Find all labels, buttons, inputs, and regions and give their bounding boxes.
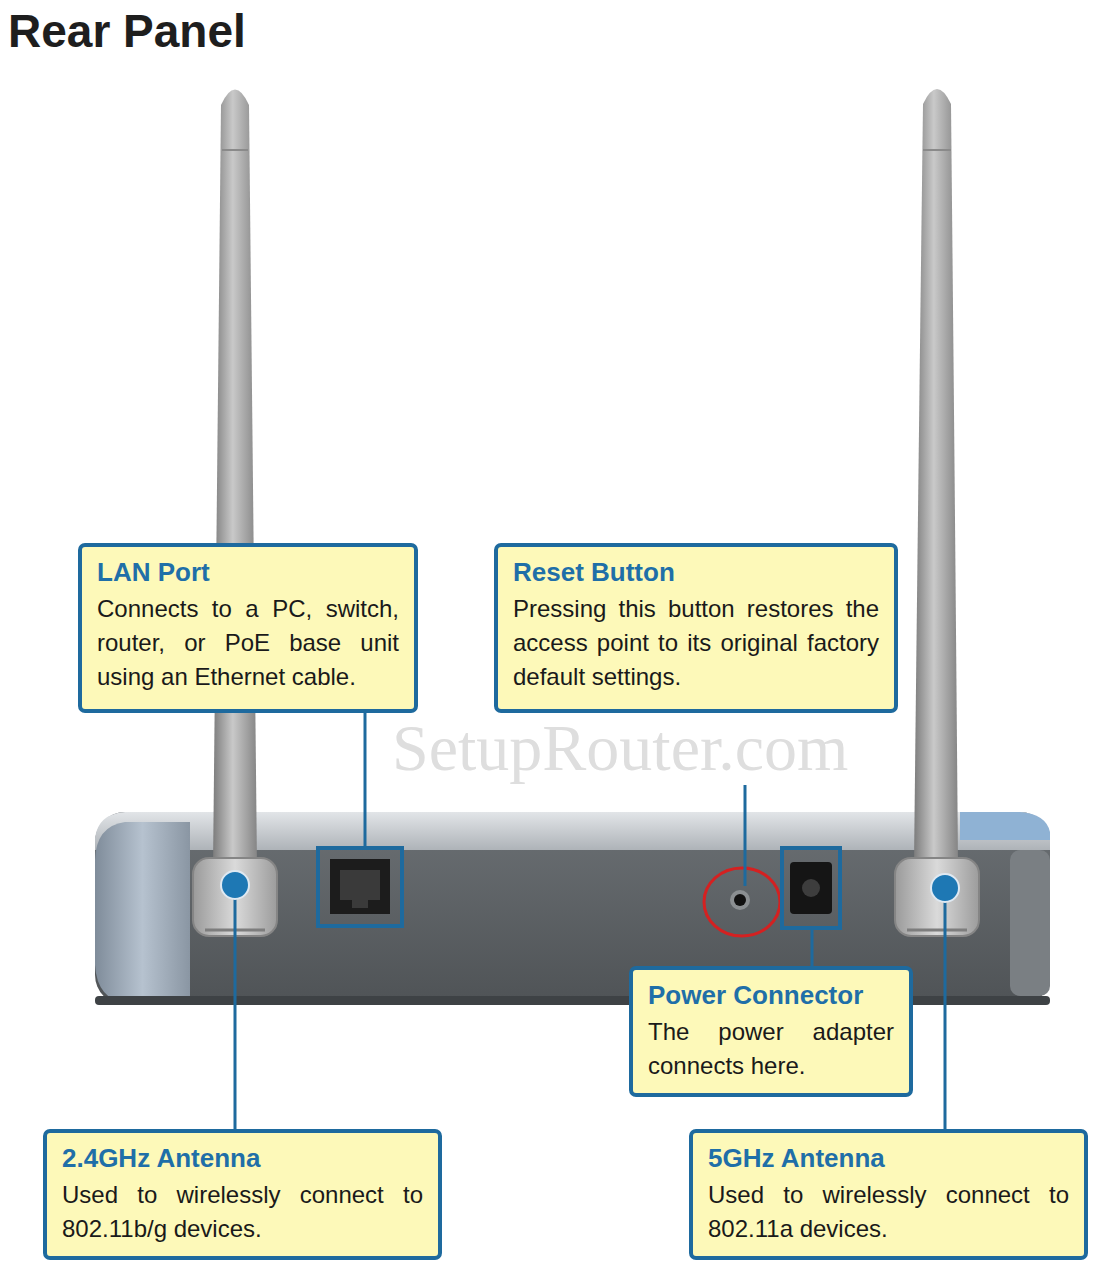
- antenna-rod: [213, 90, 257, 869]
- callout-dot: [221, 871, 249, 899]
- power-jack-pin: [802, 879, 820, 897]
- leader-line: [364, 700, 367, 848]
- reset-highlight-circle: [704, 868, 780, 936]
- callout-heading: Reset Button: [513, 556, 879, 590]
- callout-box: 2.4GHz AntennaUsed to wirelessly connect…: [43, 1129, 442, 1260]
- callout-heading: LAN Port: [97, 556, 399, 590]
- port-highlight: [318, 848, 402, 926]
- callout-description: Pressing this button restores the access…: [513, 592, 879, 694]
- callout-dot: [931, 874, 959, 902]
- callout-heading: 2.4GHz Antenna: [62, 1142, 423, 1176]
- callout-description: Used to wirelessly connect to 802.11b/g …: [62, 1178, 423, 1246]
- power-jack: [790, 862, 832, 914]
- callout-description: The power adapter connects here.: [648, 1015, 894, 1083]
- reset-hole-ring: [730, 890, 750, 910]
- antenna-base: [895, 858, 979, 936]
- ethernet-jack: [330, 859, 390, 914]
- leader-line: [234, 885, 237, 1145]
- watermark: SetupRouter.com: [392, 712, 848, 785]
- callout-box: 5GHz AntennaUsed to wirelessly connect t…: [689, 1129, 1088, 1260]
- callout-heading: 5GHz Antenna: [708, 1142, 1069, 1176]
- callout-description: Used to wirelessly connect to 802.11a de…: [708, 1178, 1069, 1246]
- panel-title: Rear Panel: [8, 6, 246, 57]
- housing-end-cap: [95, 822, 190, 1004]
- leader-line: [944, 888, 947, 1145]
- callout-description: Connects to a PC, switch, router, or PoE…: [97, 592, 399, 694]
- housing-stripe: [960, 812, 1050, 840]
- callout-box: Reset ButtonPressing this button restore…: [494, 543, 898, 713]
- ethernet-jack-inner: [340, 870, 380, 900]
- antenna-base-edge: [907, 929, 967, 932]
- antenna-ring: [222, 149, 248, 151]
- antenna-rod: [914, 89, 958, 866]
- port-highlight: [782, 848, 840, 928]
- ethernet-jack-notch: [352, 900, 368, 908]
- housing-right-edge: [1010, 850, 1050, 996]
- antenna-ring: [923, 149, 951, 151]
- callout-heading: Power Connector: [648, 979, 894, 1013]
- callout-box: LAN PortConnects to a PC, switch, router…: [78, 543, 418, 713]
- callout-box: Power ConnectorThe power adapter connect…: [629, 966, 913, 1097]
- reset-hole: [734, 894, 746, 906]
